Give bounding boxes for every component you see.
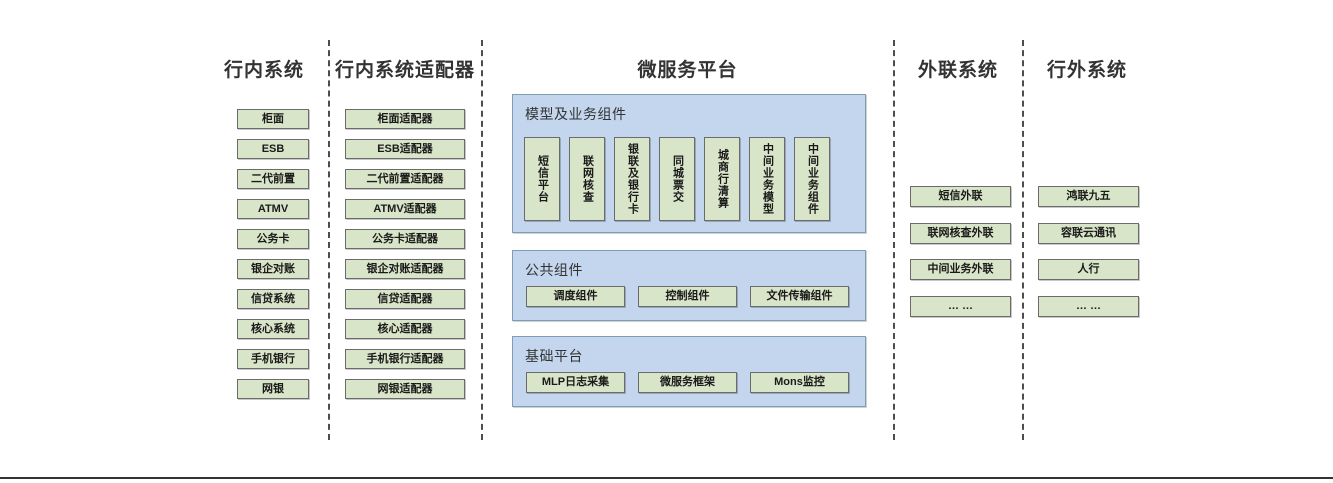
node-internal-system[interactable]: 核心系统 [237,319,309,339]
node-public-component[interactable]: 文件传输组件 [750,286,849,307]
node-external-link-system[interactable]: 联网核查外联 [910,223,1011,244]
node-internal-adapter[interactable]: 信贷适配器 [345,289,465,309]
node-public-component[interactable]: 调度组件 [526,286,625,307]
node-internal-adapter[interactable]: ATMV适配器 [345,199,465,219]
node-model-component[interactable]: 中间业务模型 [749,137,785,221]
node-base-platform-component[interactable]: MLP日志采集 [526,372,625,393]
node-internal-adapter[interactable]: ESB适配器 [345,139,465,159]
node-internal-adapter[interactable]: 网银适配器 [345,379,465,399]
node-offbank-system[interactable]: 人行 [1038,259,1139,280]
divider-1 [328,40,330,440]
node-internal-adapter[interactable]: 核心适配器 [345,319,465,339]
node-internal-system[interactable]: 二代前置 [237,169,309,189]
node-base-platform-component[interactable]: Mons监控 [750,372,849,393]
node-external-link-system[interactable]: 短信外联 [910,186,1011,207]
panel-title-public-components: 公共组件 [525,262,583,278]
node-model-component[interactable]: 联网核查 [569,137,605,221]
node-offbank-system[interactable]: 鸿联九五 [1038,186,1139,207]
node-internal-adapter[interactable]: 二代前置适配器 [345,169,465,189]
node-internal-system[interactable]: 银企对账 [237,259,309,279]
node-external-link-system[interactable]: … … [910,296,1011,317]
node-internal-system[interactable]: 信贷系统 [237,289,309,309]
node-internal-system[interactable]: 公务卡 [237,229,309,249]
panel-title-model-business-components: 模型及业务组件 [525,106,627,122]
node-internal-system[interactable]: ESB [237,139,309,159]
node-model-component[interactable]: 短信平台 [524,137,560,221]
bottom-rule [0,477,1333,479]
node-public-component[interactable]: 控制组件 [638,286,737,307]
node-internal-system[interactable]: ATMV [237,199,309,219]
node-external-link-system[interactable]: 中间业务外联 [910,259,1011,280]
panel-base-platform: 基础平台 [512,336,866,407]
node-offbank-system[interactable]: 容联云通讯 [1038,223,1139,244]
divider-2 [481,40,483,440]
node-internal-system[interactable]: 手机银行 [237,349,309,369]
column-title-internal-systems: 行内系统 [223,60,304,81]
node-internal-adapter[interactable]: 手机银行适配器 [345,349,465,369]
node-internal-adapter[interactable]: 银企对账适配器 [345,259,465,279]
node-model-component[interactable]: 银联及银行卡 [614,137,650,221]
node-internal-adapter[interactable]: 公务卡适配器 [345,229,465,249]
node-internal-adapter[interactable]: 柜面适配器 [345,109,465,129]
column-title-microservice-platform: 微服务平台 [637,60,738,81]
node-model-component[interactable]: 中间业务组件 [794,137,830,221]
column-title-offbank-systems: 行外系统 [1046,60,1127,81]
divider-4 [1022,40,1024,440]
panel-public-components: 公共组件 [512,250,866,321]
node-base-platform-component[interactable]: 微服务框架 [638,372,737,393]
node-internal-system[interactable]: 柜面 [237,109,309,129]
column-title-internal-adapters: 行内系统适配器 [334,60,475,81]
node-offbank-system[interactable]: … … [1038,296,1139,317]
node-model-component[interactable]: 城商行清算 [704,137,740,221]
column-title-external-link-systems: 外联系统 [917,60,998,81]
divider-3 [893,40,895,440]
node-internal-system[interactable]: 网银 [237,379,309,399]
node-model-component[interactable]: 同城票交 [659,137,695,221]
panel-title-base-platform: 基础平台 [525,348,583,364]
